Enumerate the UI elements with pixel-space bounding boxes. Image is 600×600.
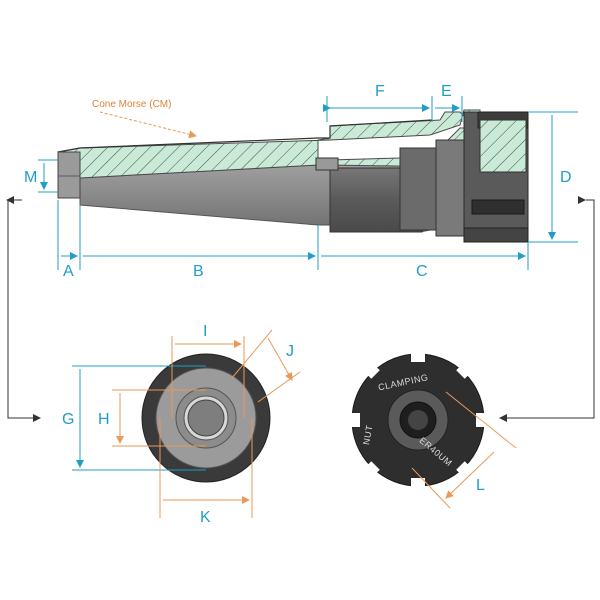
label-M: M <box>24 169 37 186</box>
front-dimensions: G H I J K <box>62 323 301 526</box>
taper-outline <box>57 119 433 153</box>
side-dimensions: F E D M A B C Cone Morse (CM) <box>24 83 578 280</box>
label-D: D <box>560 169 572 186</box>
label-A: A <box>63 263 74 280</box>
label-I: I <box>203 323 207 340</box>
label-B: B <box>193 263 204 280</box>
label-J: J <box>286 343 294 360</box>
shank-end <box>57 151 81 199</box>
label-L: L <box>476 477 485 494</box>
chuck-neck <box>399 147 437 231</box>
front-view-chuck <box>141 353 271 483</box>
nut-nut-text: NUT <box>361 424 374 445</box>
collet-shoulder <box>435 139 467 237</box>
label-E: E <box>441 83 452 100</box>
nut-hatched-top <box>479 119 527 173</box>
label-K: K <box>200 509 211 526</box>
label-G: G <box>62 411 74 428</box>
connector-arrows <box>6 196 595 422</box>
nut-dimension-L: L <box>411 391 517 509</box>
cone-morse-label: Cone Morse (CM) <box>92 99 171 110</box>
label-F: F <box>375 83 385 100</box>
front-view-nut: CLAMPING ER40UM NUT <box>350 352 486 488</box>
side-view <box>57 109 529 243</box>
chuck-bore <box>187 399 225 437</box>
label-H: H <box>98 411 110 428</box>
label-C: C <box>416 263 428 280</box>
nut-bottom-band <box>463 227 529 243</box>
tang-slot <box>315 157 339 171</box>
nut-slot <box>471 199 525 215</box>
